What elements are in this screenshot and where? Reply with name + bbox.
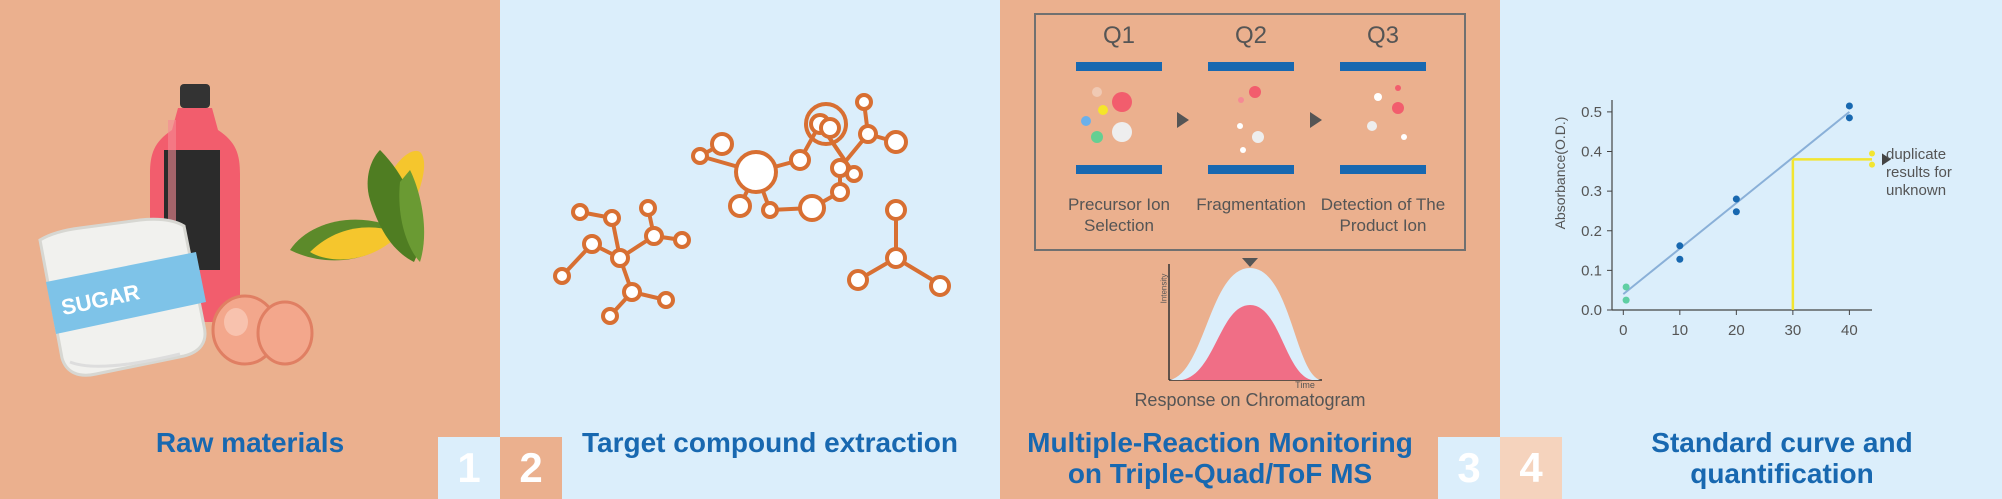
data-point [1732, 208, 1740, 216]
arrow-q1-q2-icon [1177, 112, 1189, 128]
unknown-point [1869, 150, 1875, 157]
y-tick-label: 0.3 [1581, 183, 1602, 200]
label-q2: Q2 [1234, 22, 1267, 49]
label-q1: Q1 [1102, 22, 1135, 49]
panel-extraction [500, 0, 1000, 499]
label-q1-desc-line2: Selection [1084, 216, 1154, 235]
data-point [1732, 195, 1740, 203]
molecule-icons [553, 93, 951, 325]
y-tick-label: 0.2 [1581, 223, 1602, 240]
annotation-arrow-icon [1882, 153, 1891, 166]
annotation-line2: results for [1886, 164, 1952, 181]
standard-curve-chart: 0.0 0.1 0.2 0.3 0.4 0.5 0 10 20 30 40 [1581, 100, 1891, 339]
label-q3: Q3 [1366, 22, 1399, 49]
x-tick-label: 30 [1785, 322, 1802, 339]
chromatogram-xlabel: Time [1295, 380, 1315, 390]
caption-extraction: Target compound extraction [582, 427, 958, 458]
step-tile-3 [1438, 437, 1500, 499]
x-tick-label: 10 [1671, 322, 1688, 339]
step-number-2: 2 [519, 444, 543, 491]
chromatogram-caption: Response on Chromatogram [1134, 390, 1366, 410]
caption-mrm-line2: on Triple-Quad/ToF MS [1067, 458, 1373, 489]
mrm-frame [1034, 13, 1466, 251]
fit-line [1622, 111, 1851, 295]
y-tick-label: 0.4 [1581, 144, 1602, 161]
data-point [1622, 296, 1630, 304]
chart-ylabel: Absorbance(O.D.) [1552, 116, 1568, 230]
annotation-line3: unknown [1886, 182, 1947, 199]
data-point [1676, 255, 1684, 263]
unknown-point [1869, 161, 1875, 168]
caption-mrm-line1: Multiple-Reaction Monitoring [1027, 427, 1413, 458]
step-tile-1 [438, 437, 500, 499]
y-tick-label: 0.5 [1581, 104, 1602, 121]
arrow-q2-q3-icon [1310, 112, 1322, 128]
step-tile-4 [1500, 437, 1562, 499]
data-point [1622, 283, 1630, 291]
ion-dots [1081, 85, 1407, 153]
x-tick-label: 20 [1728, 322, 1745, 339]
corn-icon [290, 150, 425, 262]
quadrupole-bars [1076, 62, 1426, 174]
x-tick-label: 0 [1619, 322, 1627, 339]
arrow-down-icon [1242, 258, 1258, 267]
caption-quant-line2: quantification [1690, 458, 1874, 489]
label-q3-desc-line1: Detection of The [1320, 195, 1446, 214]
caption-quant-line1: Standard curve and [1651, 427, 1913, 458]
y-tick-label: 0.1 [1581, 262, 1602, 279]
step-tile-2 [500, 437, 562, 499]
panel-quantification [1500, 0, 2002, 499]
label-q2-desc: Fragmentation [1196, 195, 1306, 214]
y-tick-label: 0.0 [1581, 302, 1602, 319]
sugar-sack-icon [38, 217, 207, 377]
egg-icon [211, 294, 314, 366]
step-number-1: 1 [457, 444, 481, 491]
caption-raw-materials: Raw materials [155, 427, 345, 458]
x-tick-label: 40 [1841, 322, 1858, 339]
step-number-4: 4 [1519, 444, 1543, 491]
step-number-3: 3 [1457, 444, 1481, 491]
data-point [1676, 242, 1684, 250]
data-point [1845, 114, 1853, 122]
annotation-line1: duplicate [1886, 146, 1947, 163]
chromatogram [1168, 264, 1322, 381]
label-q3-desc-line2: Product Ion [1339, 216, 1427, 235]
label-q1-desc-line1: Precursor Ion [1067, 195, 1171, 214]
data-point [1845, 102, 1853, 110]
chromatogram-ylabel: Intensity [1159, 273, 1169, 304]
